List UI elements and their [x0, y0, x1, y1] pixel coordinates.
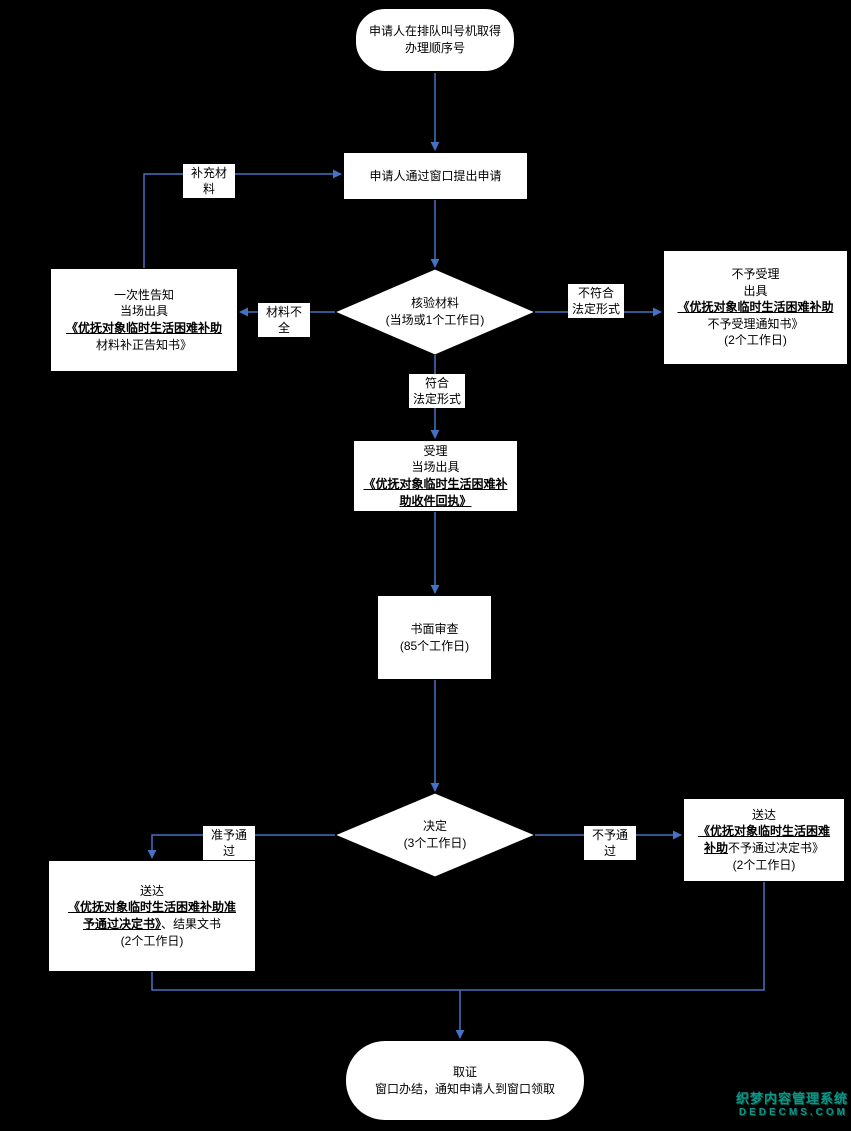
notice-line-4: 材料补正告知书》	[95, 337, 192, 352]
end-line-2: 窗口办结，通知申请人到窗口领取	[374, 1081, 555, 1096]
approve-line-3a: 予通过决定书》	[82, 917, 161, 931]
edge-label-conforming: 符合 法定形式	[409, 374, 465, 409]
not-accept-line-3: 《优抚对象临时生活困难补助	[677, 300, 834, 315]
line-deny-to-junction	[460, 882, 765, 991]
node-verify: 核验材料 (当场或1个工作日)	[335, 269, 535, 355]
start-line-1: 申请人在排队叫号机取得	[368, 24, 501, 39]
deny-line-3a: 补助	[703, 841, 728, 855]
node-apply: 申请人通过窗口提出申请	[343, 152, 528, 200]
not-accept-line-2: 出具	[743, 283, 768, 298]
edge-label-conforming-line-1: 符合	[424, 376, 449, 390]
approve-line-1: 送达	[139, 883, 164, 898]
deny-line-4: (2个工作日)	[732, 857, 796, 872]
approve-line-4: (2个工作日)	[120, 933, 184, 948]
edge-label-nonconforming-line-2: 法定形式	[571, 302, 620, 317]
start-line-2: 办理顺序号	[404, 41, 465, 55]
edge-label-nonconforming-line-1: 不符合	[577, 286, 614, 300]
node-start: 申请人在排队叫号机取得 办理顺序号	[355, 8, 515, 72]
edge-label-approved: 准予通过	[203, 826, 255, 861]
decide-line-2: (3个工作日)	[403, 836, 467, 850]
node-end: 取证 窗口办结，通知申请人到窗口领取	[345, 1040, 585, 1121]
deny-line-3: 补助不予通过决定书》	[704, 840, 824, 857]
arrow-decide-to-approve	[147, 834, 335, 859]
edge-label-incomplete: 材料不全	[258, 303, 310, 338]
node-decide: 决定 (3个工作日)	[335, 793, 535, 877]
arrow-notice-to-apply	[143, 169, 342, 268]
not-accept-line-4: 不予受理通知书》	[707, 316, 804, 331]
node-not-accept: 不予受理 出具 《优抚对象临时生活困难补助 不予受理通知书》 (2个工作日)	[663, 250, 848, 365]
node-accept: 受理 当场出具 《优抚对象临时生活困难补 助收件回执》	[353, 440, 518, 512]
approve-line-3b: 、结果文书	[161, 917, 222, 931]
apply-line-1: 申请人通过窗口提出申请	[369, 168, 502, 183]
review-line-2: (85个工作日)	[399, 638, 470, 653]
line-approve-to-junction	[151, 972, 460, 991]
notice-line-3: 《优抚对象临时生活困难补助	[65, 321, 222, 335]
notice-line-1: 一次性告知	[113, 287, 174, 302]
node-deny: 送达 《优抚对象临时生活困难 补助不予通过决定书》 (2个工作日)	[683, 798, 845, 882]
edge-label-conforming-line-2: 法定形式	[412, 392, 461, 407]
edge-label-supplement: 补充材料	[183, 164, 235, 199]
edge-label-rejected: 不予通过	[584, 826, 636, 861]
approve-line-3: 予通过决定书》、结果文书	[83, 916, 221, 933]
not-accept-line-5: (2个工作日)	[724, 333, 787, 348]
not-accept-line-1: 不予受理	[731, 267, 780, 282]
watermark: 织梦内容管理系统 DEDECMS.COM	[736, 1088, 848, 1118]
deny-line-2: 《优抚对象临时生活困难	[697, 824, 830, 839]
decide-line-1: 决定	[422, 819, 447, 834]
node-review: 书面审查 (85个工作日)	[377, 595, 492, 680]
verify-line-2: (当场或1个工作日)	[385, 313, 485, 327]
node-notice: 一次性告知 当场出具 《优抚对象临时生活困难补助 材料补正告知书》	[50, 268, 238, 372]
verify-line-1: 核验材料	[410, 296, 459, 311]
deny-line-3b: 不予通过决定书》	[728, 841, 825, 855]
deny-line-1: 送达	[751, 807, 776, 822]
watermark-line-2: DEDECMS.COM	[738, 1107, 848, 1118]
watermark-line-1: 织梦内容管理系统	[735, 1091, 848, 1106]
notice-line-2: 当场出具	[119, 304, 168, 319]
end-line-1: 取证	[452, 1064, 477, 1079]
node-approve: 送达 《优抚对象临时生活困难补助准 予通过决定书》、结果文书 (2个工作日)	[48, 860, 256, 972]
edge-label-nonconforming: 不符合 法定形式	[568, 284, 624, 319]
review-line-1: 书面审查	[410, 621, 459, 636]
accept-line-2: 当场出具	[411, 460, 460, 475]
approve-line-2: 《优抚对象临时生活困难补助准	[67, 900, 236, 915]
accept-line-4: 助收件回执》	[399, 493, 472, 508]
accept-line-1: 受理	[423, 443, 448, 458]
accept-line-3: 《优抚对象临时生活困难补	[363, 477, 508, 491]
